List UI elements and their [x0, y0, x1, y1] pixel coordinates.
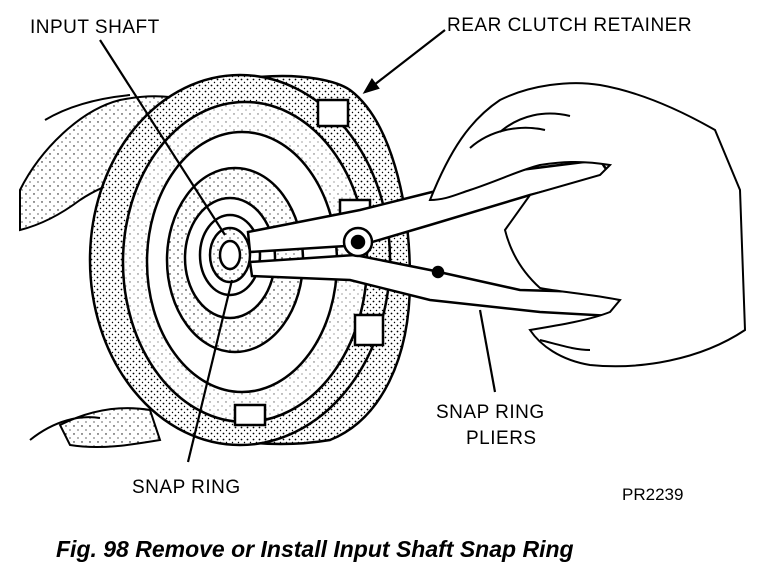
- right-hand: [428, 82, 747, 368]
- label-snap-ring-pliers-line1: SNAP RING: [436, 402, 545, 423]
- leader-lines: [99, 29, 497, 463]
- input-shaft: [198, 213, 262, 297]
- label-rear-clutch-retainer: REAR CLUTCH RETAINER: [447, 15, 693, 36]
- figure-reference: PR2239: [622, 485, 684, 504]
- figure-caption: Fig. 98 Remove or Install Input Shaft Sn…: [56, 536, 574, 562]
- label-snap-ring-pliers-line2: PLIERS: [466, 428, 537, 449]
- snap-ring-pliers: [246, 158, 622, 318]
- label-input-shaft: INPUT SHAFT: [30, 17, 160, 38]
- label-snap-ring: SNAP RING: [132, 477, 241, 498]
